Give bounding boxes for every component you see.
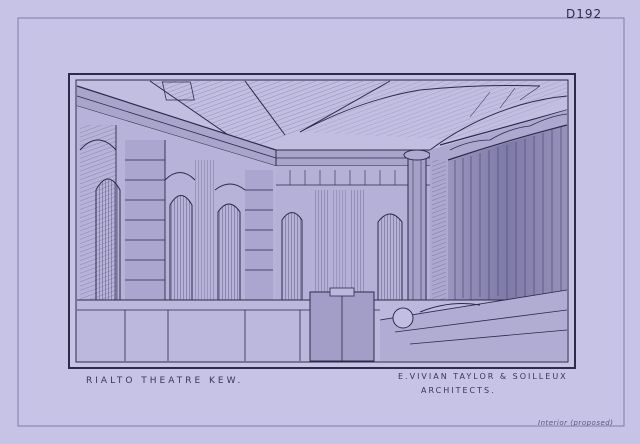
ceiling [77,80,568,151]
architects-name: E.VIVIAN TAYLOR & SOILLEUX [398,372,568,381]
stage-curtain [430,110,568,300]
left-wall [77,106,276,300]
sheet-reference: D192 [566,7,603,21]
pencil-note: Interior (proposed) [538,419,614,427]
outer-margin-line [17,17,625,427]
drawing-title: RIALTO THEATRE KEW. [86,376,244,386]
column [403,149,431,307]
back-wall [276,166,430,300]
architects-label: ARCHITECTS. [421,386,496,395]
dado-and-stage [77,287,568,362]
